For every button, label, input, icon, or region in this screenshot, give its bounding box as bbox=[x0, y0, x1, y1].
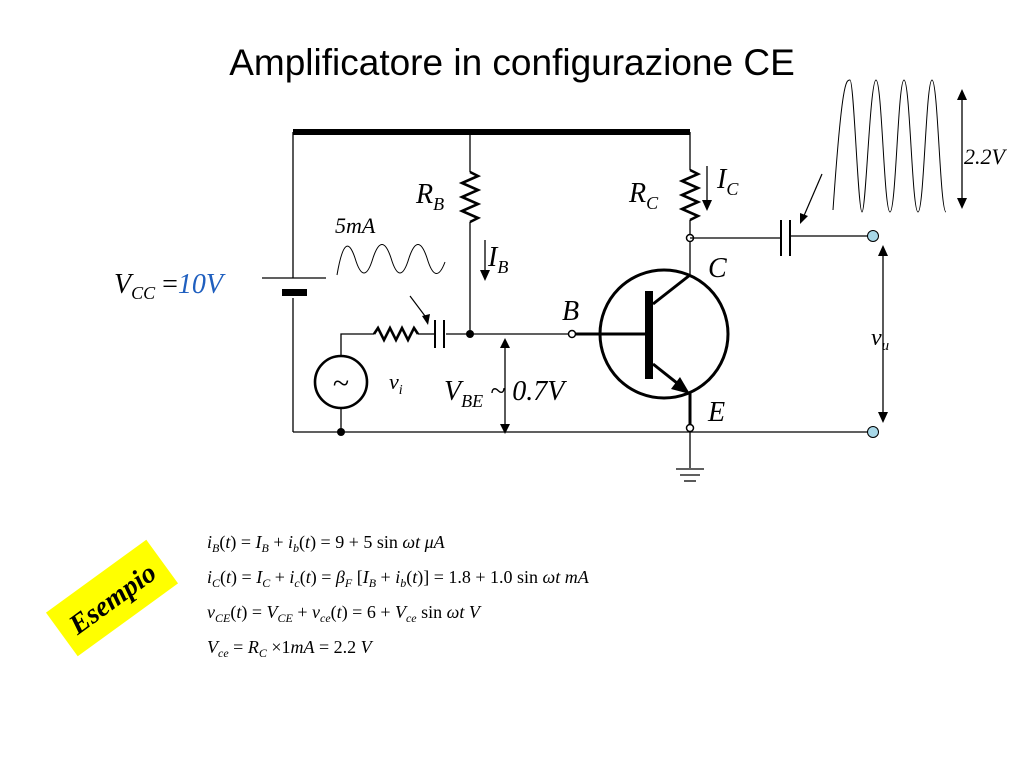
vu-arrowhead-bottom bbox=[878, 412, 888, 423]
vi-label: vi bbox=[389, 369, 403, 398]
input-waveform bbox=[336, 244, 446, 276]
equation-2: iC(t) = IC + ic(t) = βF [IB + ib(t)] = 1… bbox=[207, 567, 590, 590]
resistor-rc bbox=[678, 168, 702, 222]
transistor-base-bar bbox=[645, 291, 653, 379]
wire-source-top bbox=[340, 333, 374, 355]
badge-background bbox=[45, 539, 179, 657]
rc-label: RC bbox=[628, 178, 659, 213]
vbe-label: VBE ~ 0.7V bbox=[444, 376, 567, 411]
transistor-collector-lead bbox=[652, 273, 691, 306]
ib-label: IB bbox=[487, 242, 508, 277]
equation-4: Vce = RC ×1mA = 2.2 V bbox=[207, 637, 374, 660]
slide-title: Amplificatore in configurazione CE bbox=[229, 42, 795, 83]
output-terminal-top bbox=[867, 230, 879, 242]
base-node bbox=[567, 329, 577, 339]
emitter-node bbox=[685, 423, 695, 433]
equations-block: iB(t) = IB + ib(t) = 9 + 5 sin ωt μA iC(… bbox=[207, 532, 590, 660]
input-pointer-head bbox=[422, 314, 430, 325]
amplitude-arrowhead-top bbox=[957, 89, 967, 100]
ic-label: IC bbox=[716, 164, 739, 199]
output-waveform-pointer bbox=[802, 173, 823, 219]
vcc-label: VCC =10V bbox=[114, 269, 226, 303]
collector-label: C bbox=[708, 253, 727, 284]
resistor-rb bbox=[458, 170, 482, 224]
base-current-label: 5mA bbox=[335, 213, 376, 238]
vbe-arrowhead-bottom bbox=[500, 424, 510, 434]
vu-label: vu bbox=[871, 325, 889, 354]
amplitude-arrowhead-bottom bbox=[957, 198, 967, 209]
vu-arrowhead-top bbox=[878, 245, 888, 256]
vbe-arrowhead-top bbox=[500, 338, 510, 348]
equation-3: vCE(t) = VCE + vce(t) = 6 + Vce sin ωt V bbox=[207, 602, 482, 625]
base-label: B bbox=[562, 296, 579, 327]
ib-arrowhead bbox=[480, 270, 490, 281]
rb-label: RB bbox=[415, 179, 444, 214]
output-amplitude-label: 2.2V bbox=[964, 144, 1008, 169]
output-waveform bbox=[832, 79, 947, 213]
junction-ground bbox=[337, 428, 345, 436]
battery-short-plate bbox=[282, 289, 307, 296]
ic-arrowhead bbox=[702, 200, 712, 211]
output-terminal-bottom bbox=[867, 426, 879, 438]
equation-1: iB(t) = IB + ib(t) = 9 + 5 sin ωt μA bbox=[207, 532, 446, 555]
resistor-source bbox=[372, 325, 420, 343]
emitter-label: E bbox=[707, 397, 725, 428]
emitter-arrow bbox=[671, 377, 690, 394]
sine-icon: ~ bbox=[333, 367, 349, 400]
esempio-badge: Esempio bbox=[45, 539, 179, 657]
output-pointer-head bbox=[800, 213, 808, 224]
